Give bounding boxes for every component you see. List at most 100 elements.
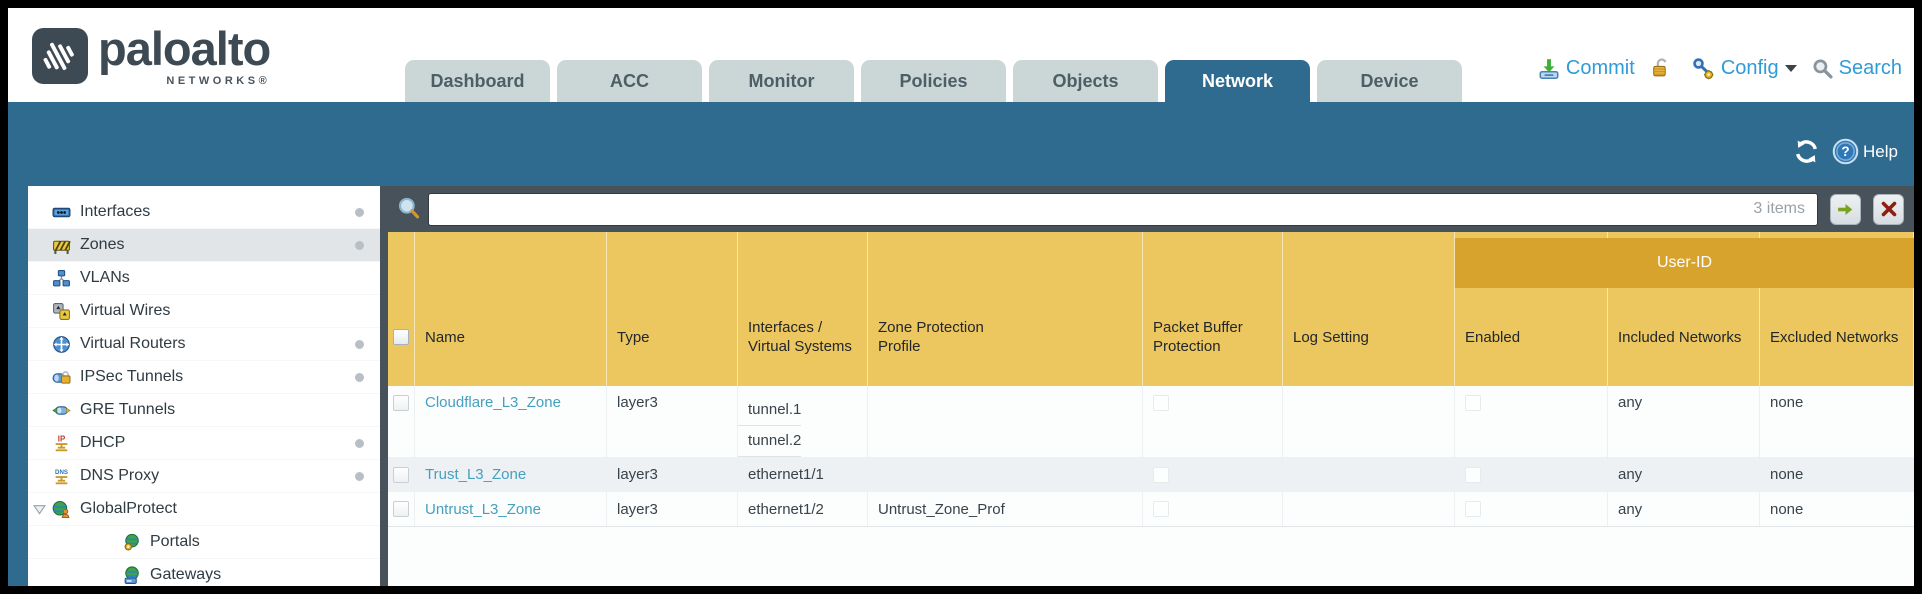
- column-header-packet-buffer-protection[interactable]: Packet Buffer Protection: [1143, 232, 1283, 386]
- sidebar-item-label: Portals: [150, 533, 200, 550]
- sidebar-item-label: Gateways: [150, 566, 222, 583]
- interface-item: tunnel.2: [738, 426, 802, 457]
- table-row[interactable]: Untrust_L3_Zone layer3 ethernet1/2 Untru…: [388, 492, 1914, 527]
- sidebar-item-label: DHCP: [80, 434, 126, 451]
- left-margin-strip: [8, 186, 28, 586]
- refresh-button[interactable]: [1793, 138, 1820, 165]
- log-setting-cell: [1283, 457, 1455, 492]
- user-id-enabled-cell: [1455, 492, 1608, 526]
- network-sidebar: Interfaces Zones VLANs Virtua: [28, 186, 380, 586]
- packet-buffer-cell: [1143, 386, 1283, 457]
- help-icon: ?: [1832, 138, 1859, 165]
- row-checkbox[interactable]: [393, 395, 409, 411]
- column-header-excluded-networks[interactable]: Excluded Networks: [1760, 232, 1914, 386]
- zone-type-cell: layer3: [607, 457, 738, 492]
- lock-button[interactable]: [1649, 57, 1677, 80]
- logo-networks-text: NETWORKS®: [166, 75, 271, 87]
- enabled-checkbox[interactable]: [1465, 501, 1481, 517]
- sidebar-item-label: VLANs: [80, 269, 130, 286]
- zone-name-link[interactable]: Cloudflare_L3_Zone: [425, 394, 561, 411]
- tab-acc[interactable]: ACC: [557, 60, 702, 102]
- zone-protection-cell: Untrust_Zone_Prof: [868, 492, 1143, 526]
- tab-monitor[interactable]: Monitor: [709, 60, 854, 102]
- sidebar-item-virtual-routers[interactable]: Virtual Routers: [28, 328, 380, 361]
- zones-content: 3 items Name Type Interfaces / Virtual S…: [388, 186, 1914, 586]
- expand-triangle-icon[interactable]: [33, 504, 46, 515]
- sidebar-item-label: IPSec Tunnels: [80, 368, 184, 385]
- column-header-included-networks[interactable]: Included Networks: [1608, 232, 1760, 386]
- global-search-button[interactable]: Search: [1811, 57, 1902, 80]
- sidebar-item-dns-proxy[interactable]: DNS DNS Proxy: [28, 460, 380, 493]
- zone-type-cell: layer3: [607, 386, 738, 457]
- table-row[interactable]: Trust_L3_Zone layer3 ethernet1/1 any non…: [388, 457, 1914, 492]
- clear-filter-button[interactable]: [1873, 193, 1904, 225]
- sidebar-item-zones[interactable]: Zones: [28, 229, 380, 262]
- sidebar-item-globalprotect[interactable]: GlobalProtect: [28, 493, 380, 526]
- enabled-checkbox[interactable]: [1465, 466, 1481, 483]
- table-row[interactable]: Cloudflare_L3_Zone layer3 tunnel.1 tunne…: [388, 386, 1914, 457]
- row-checkbox[interactable]: [393, 501, 409, 517]
- search-icon: [1813, 59, 1833, 79]
- column-header-name[interactable]: Name: [415, 232, 607, 386]
- ipsec-tunnels-icon: [52, 368, 71, 387]
- packet-buffer-checkbox[interactable]: [1153, 466, 1169, 483]
- sidebar-item-virtual-wires[interactable]: Virtual Wires: [28, 295, 380, 328]
- interfaces-icon: [52, 203, 71, 222]
- apply-filter-button[interactable]: [1830, 193, 1861, 225]
- sidebar-item-ipsec-tunnels[interactable]: IPSec Tunnels: [28, 361, 380, 394]
- help-label: Help: [1863, 141, 1898, 161]
- row-checkbox[interactable]: [393, 466, 409, 483]
- sidebar-item-portals[interactable]: Portals: [28, 526, 380, 559]
- included-networks-cell: any: [1608, 457, 1760, 492]
- gateways-icon: [122, 565, 141, 585]
- packet-buffer-checkbox[interactable]: [1153, 501, 1169, 517]
- tab-objects[interactable]: Objects: [1013, 60, 1158, 102]
- sidebar-item-dhcp[interactable]: IP DHCP: [28, 427, 380, 460]
- search-label: Search: [1838, 57, 1902, 79]
- help-button[interactable]: ? Help: [1832, 138, 1898, 165]
- sidebar-item-vlans[interactable]: VLANs: [28, 262, 380, 295]
- sidebar-item-interfaces[interactable]: Interfaces: [28, 196, 380, 229]
- globalprotect-icon: [52, 500, 71, 519]
- config-menu-button[interactable]: Config: [1691, 56, 1797, 81]
- virtual-wires-icon: [52, 302, 71, 321]
- column-header-interfaces[interactable]: Interfaces / Virtual Systems: [738, 232, 868, 386]
- interface-item: tunnel.1: [738, 394, 802, 426]
- select-all-cell: [388, 232, 415, 386]
- column-header-zone-protection-profile[interactable]: Zone Protection Profile: [868, 232, 1143, 386]
- enabled-checkbox[interactable]: [1465, 395, 1481, 411]
- zone-interfaces-cell: ethernet1/1: [738, 457, 868, 492]
- zone-name-link[interactable]: Trust_L3_Zone: [425, 466, 527, 483]
- status-dot: [355, 208, 364, 217]
- svg-text:IP: IP: [58, 434, 65, 443]
- sidebar-splitter[interactable]: [380, 186, 388, 586]
- packet-buffer-checkbox[interactable]: [1153, 395, 1169, 411]
- tab-policies[interactable]: Policies: [861, 60, 1006, 102]
- green-arrow-icon: [1838, 203, 1853, 215]
- config-icon: [1693, 58, 1714, 80]
- tab-network[interactable]: Network: [1165, 60, 1310, 102]
- tab-dashboard[interactable]: Dashboard: [405, 60, 550, 102]
- vlans-icon: [52, 269, 71, 288]
- virtual-routers-icon: [52, 335, 71, 354]
- paloalto-logo-icon: [32, 28, 88, 84]
- packet-buffer-cell: [1143, 457, 1283, 492]
- included-networks-cell: any: [1608, 492, 1760, 526]
- column-header-type[interactable]: Type: [607, 232, 738, 386]
- lock-icon: [1652, 58, 1667, 77]
- zone-name-link[interactable]: Untrust_L3_Zone: [425, 500, 541, 518]
- sidebar-item-label: Interfaces: [80, 203, 151, 220]
- column-header-log-setting[interactable]: Log Setting: [1283, 232, 1455, 386]
- column-header-enabled[interactable]: Enabled: [1455, 232, 1608, 386]
- chevron-down-icon: [1784, 65, 1797, 72]
- zone-protection-cell: [868, 386, 1143, 457]
- sidebar-item-gre-tunnels[interactable]: GRE Tunnels: [28, 394, 380, 427]
- tab-device[interactable]: Device: [1317, 60, 1462, 102]
- user-id-group-header: User-ID: [1455, 238, 1914, 288]
- sidebar-item-gateways[interactable]: Gateways: [28, 559, 380, 586]
- commit-button[interactable]: Commit: [1537, 57, 1635, 81]
- filter-input[interactable]: [429, 193, 1754, 225]
- status-dot: [355, 340, 364, 349]
- select-all-checkbox[interactable]: [393, 329, 409, 345]
